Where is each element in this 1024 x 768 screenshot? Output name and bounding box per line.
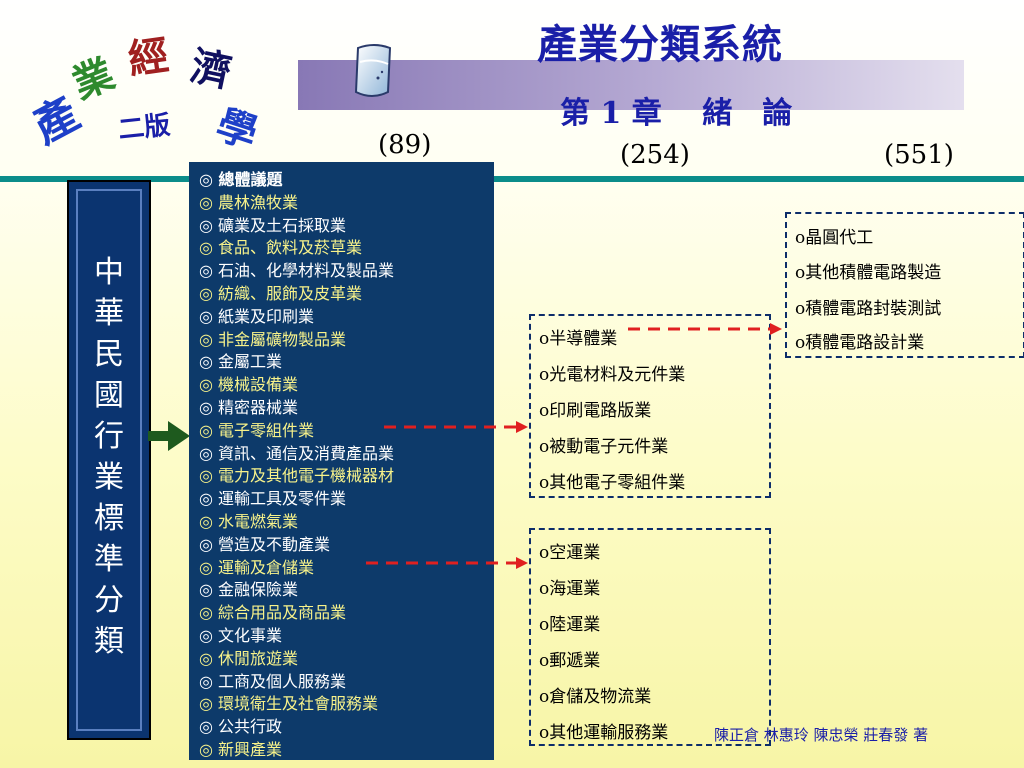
count-subindustries: (254) xyxy=(620,140,690,170)
industry-item: ◎ 精密器械業 xyxy=(199,398,299,417)
classification-label-char: 類 xyxy=(94,624,124,659)
divider-line xyxy=(0,176,1024,182)
list-item: o其他積體電路製造 xyxy=(795,263,942,283)
industry-item: ◎ 文化事業 xyxy=(199,626,283,645)
list-item: o空運業 xyxy=(539,543,601,563)
list-item: o其他電子零組件業 xyxy=(539,473,686,493)
industry-item: ◎ 新興產業 xyxy=(199,740,283,759)
industry-item: ◎ 資訊、通信及消費產品業 xyxy=(199,443,395,463)
industry-item: ◎ 運輸工具及零件業 xyxy=(199,489,347,509)
industry-item: ◎ 休閒旅遊業 xyxy=(199,648,299,668)
industry-item: ◎ 電子零組件業 xyxy=(199,420,315,440)
list-item: o陸運業 xyxy=(539,615,601,635)
list-item: o晶圓代工 xyxy=(795,228,874,248)
industry-item: ◎ 礦業及土石採取業 xyxy=(199,215,347,235)
industry-item: ◎ 紡織、服飾及皮革業 xyxy=(199,284,363,303)
industry-item: ◎ 農林漁牧業 xyxy=(199,192,299,212)
electronics-subcategory-box: o半導體業 o光電材料及元件業 o印刷電路版業 o被動電子元件業 o其他電子零組… xyxy=(529,314,771,498)
classification-label-box: 中華民國行業標準分類 xyxy=(67,180,151,740)
classification-label-char: 分 xyxy=(94,583,124,618)
header-bar xyxy=(298,60,964,110)
classification-label: 中華民國行業標準分類 xyxy=(69,252,149,662)
list-item: o光電材料及元件業 xyxy=(539,365,686,385)
classification-label-char: 國 xyxy=(94,378,124,413)
industry-item: ◎ 石油、化學材料及製品業 xyxy=(199,261,395,281)
classification-label-char: 行 xyxy=(94,419,124,454)
list-item: o其他運輸服務業 xyxy=(539,723,669,743)
industry-item: ◎ 綜合用品及商品業 xyxy=(199,603,347,623)
industry-item: ◎ 營造及不動產業 xyxy=(199,534,331,554)
list-item: o積體電路封裝測試 xyxy=(795,299,942,319)
authors: 陳正倉 林惠玲 陳忠榮 莊春發 著 xyxy=(714,726,929,744)
industry-item: ◎ 公共行政 xyxy=(199,717,283,737)
classification-label-char: 民 xyxy=(94,337,124,372)
list-item: o郵遞業 xyxy=(539,651,601,671)
list-item: o倉儲及物流業 xyxy=(539,687,652,707)
industry-item: ◎ 工商及個人服務業 xyxy=(199,671,347,691)
chapter-subtitle: 第 1 章 緒 論 xyxy=(560,96,793,131)
industry-item: ◎ 金融保險業 xyxy=(199,580,299,600)
industry-list: ◎ 總體議題 ◎ 農林漁牧業 ◎ 礦業及土石採取業 ◎ 食品、飲料及菸草業 ◎ 石油、化… xyxy=(189,162,494,760)
page-title: 產業分類系統 xyxy=(537,21,783,68)
classification-label-char: 華 xyxy=(94,296,124,331)
list-item: o海運業 xyxy=(539,579,601,599)
industry-item: ◎ 紙業及印刷業 xyxy=(199,306,315,326)
count-products: (551) xyxy=(884,140,954,170)
industry-item: ◎ 環境衛生及社會服務業 xyxy=(199,694,379,714)
industry-item: ◎ 總體議題 xyxy=(199,170,283,189)
semiconductor-subcategory-box: o晶圓代工 o其他積體電路製造 o積體電路封裝測試 o積體電路設計業 xyxy=(785,212,1024,358)
list-item: o印刷電路版業 xyxy=(539,401,652,421)
industry-item: ◎ 運輸及倉儲業 xyxy=(199,557,315,577)
classification-label-char: 準 xyxy=(94,542,124,577)
industry-item: ◎ 機械設備業 xyxy=(199,375,299,395)
list-item: o積體電路設計業 xyxy=(795,333,925,353)
industry-item: ◎ 電力及其他電子機械器材 xyxy=(199,466,395,486)
connector-electronics xyxy=(384,421,528,433)
list-item: o被動電子元件業 xyxy=(539,437,669,457)
connector-semiconductor xyxy=(628,323,782,335)
classification-label-char: 業 xyxy=(94,460,124,495)
transport-subcategory-box: o空運業 o海運業 o陸運業 o郵遞業 o倉儲及物流業 o其他運輸服務業 xyxy=(529,528,771,746)
connector-transport xyxy=(366,557,528,569)
classification-label-char: 中 xyxy=(94,255,124,290)
industry-item: ◎ 水電燃氣業 xyxy=(199,512,299,531)
industry-item: ◎ 非金屬礦物製品業 xyxy=(199,329,347,349)
right-arrow-icon xyxy=(148,421,190,455)
classification-label-char: 標 xyxy=(94,501,124,536)
industry-item: ◎ 食品、飲料及菸草業 xyxy=(199,238,363,258)
list-item: o半導體業 xyxy=(539,329,618,349)
count-industries: (89) xyxy=(378,130,432,160)
scroll-icon xyxy=(350,42,398,102)
industry-item: ◎ 金屬工業 xyxy=(199,352,283,372)
